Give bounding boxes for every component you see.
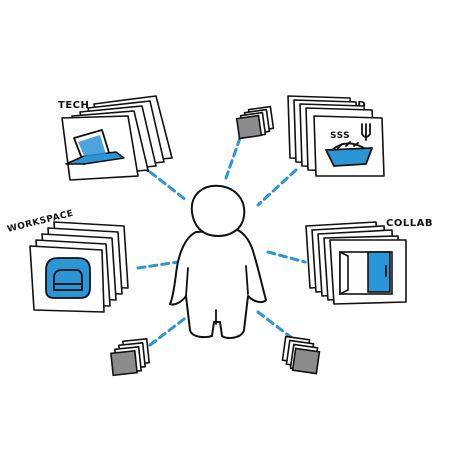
connector-workspace xyxy=(136,260,180,270)
armchair-icon xyxy=(45,257,91,299)
open-doors-icon xyxy=(339,250,393,296)
connector-collab xyxy=(266,250,307,264)
connector-small-bottom-right xyxy=(256,310,294,340)
workspace-card-stack: WORKSPACE xyxy=(6,209,129,313)
connector-food xyxy=(256,168,298,207)
laptop-icon xyxy=(65,129,125,165)
collab-card-stack: COLLAB xyxy=(305,218,433,305)
food-card-stack: FOOD SSS xyxy=(287,95,385,177)
food-card-text: SSS xyxy=(330,131,350,141)
central-figure xyxy=(169,184,267,339)
small-box-stack-bottom-right xyxy=(281,335,321,375)
connector-small-top xyxy=(224,136,242,180)
tech-label: TECH xyxy=(58,100,89,111)
collab-label: COLLAB xyxy=(386,218,433,229)
tech-card-stack: TECH xyxy=(58,95,173,181)
bowl-and-fork-icon: SSS xyxy=(325,123,373,167)
small-box-stack-top xyxy=(235,105,275,140)
small-box-stack-bottom-left xyxy=(110,338,150,377)
connector-small-bottom-left xyxy=(148,314,190,347)
